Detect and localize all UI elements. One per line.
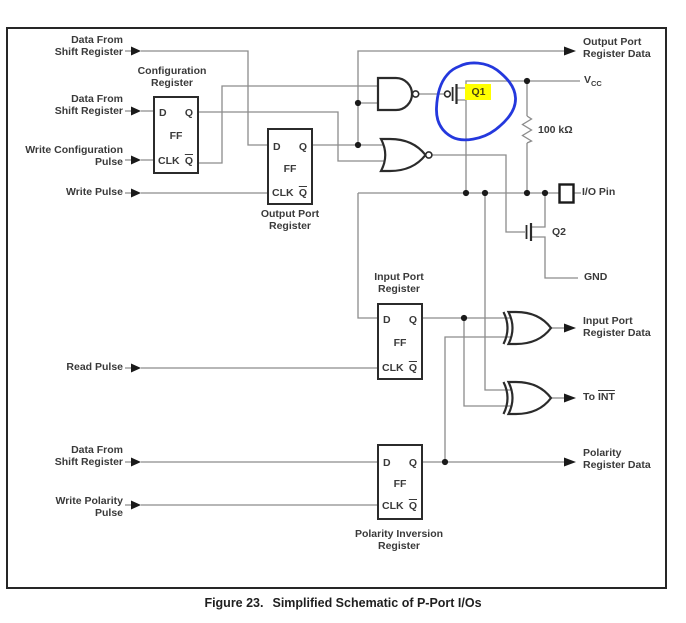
xor-gate-interrupt: [502, 380, 553, 416]
pin-qbar: Q: [298, 187, 307, 199]
pin-d: D: [159, 107, 167, 119]
label-resistor-value: 100 kΩ: [538, 124, 573, 136]
resistor-zigzag: [521, 115, 533, 144]
label-write-configuration-pulse: Write Configuration Pulse: [25, 144, 123, 168]
label-output-port-register-data: Output Port Register Data: [583, 36, 651, 60]
wire-q2-leads-gnd: [531, 193, 578, 279]
diagram-border: [6, 27, 667, 589]
pin-d: D: [273, 141, 281, 153]
polarity-inversion-register-ff: D Q FF CLK Q: [377, 444, 423, 520]
wire-config-q-to-nor: [199, 111, 386, 162]
pin-ff: FF: [393, 337, 407, 349]
wire-layer: [125, 50, 581, 506]
pin-clk: CLK: [382, 500, 404, 512]
pin-qbar: Q: [408, 362, 417, 374]
pin-d: D: [383, 314, 391, 326]
pin-q: Q: [408, 457, 417, 469]
label-data-from-shift-register-3: Data From Shift Register: [54, 444, 123, 468]
figure-caption: Figure 23. Simplified Schematic of P-Port…: [0, 596, 686, 610]
label-write-polarity-pulse: Write Polarity Pulse: [55, 495, 124, 519]
io-pin-symbol: [558, 183, 575, 204]
label-read-pulse: Read Pulse: [66, 361, 123, 373]
q1-label: Q1: [471, 86, 486, 98]
q1-transistor: [443, 84, 458, 104]
polarity-inversion-register-title: Polarity Inversion Register: [354, 528, 444, 552]
figure-number: Figure 23.: [204, 596, 264, 610]
input-port-register-title: Input Port Register: [374, 271, 424, 295]
pin-clk: CLK: [158, 155, 180, 167]
label-q2: Q2: [552, 226, 567, 238]
wire-data1-to-output-d: [125, 50, 267, 146]
pin-qbar: Q: [184, 155, 193, 167]
label-vcc: VCC: [584, 74, 602, 89]
output-port-register-ff: D Q FF CLK Q: [267, 128, 313, 205]
label-data-from-shift-register-1: Data From Shift Register: [54, 34, 123, 58]
pin-ff: FF: [169, 130, 183, 142]
signal-arrows: [131, 46, 576, 510]
pin-q: Q: [184, 107, 193, 119]
wire-rail-to-xor2: [484, 193, 511, 391]
label-input-port-register-data: Input Port Register Data: [583, 315, 651, 339]
q2-transistor: [525, 223, 533, 241]
nor-gate: [379, 137, 433, 173]
pin-ff: FF: [393, 478, 407, 490]
configuration-register-title: Configuration Register: [137, 65, 207, 89]
wire-rail-to-input-d: [357, 193, 377, 319]
label-io-pin: I/O Pin: [582, 186, 616, 198]
junction-dots: [354, 77, 549, 466]
arrow-output-port-register-data: [564, 46, 576, 56]
wire-config-qbar-to-nand: [199, 85, 379, 164]
xor-gate-input-data: [502, 310, 553, 346]
label-gnd: GND: [584, 271, 608, 283]
arrow-to-int: [564, 393, 576, 403]
pin-ff: FF: [283, 163, 297, 175]
pin-clk: CLK: [272, 187, 294, 199]
configuration-register-ff: D Q FF CLK Q: [153, 96, 199, 174]
nand-gate: [376, 76, 420, 112]
pin-clk: CLK: [382, 362, 404, 374]
pin-d: D: [383, 457, 391, 469]
arrow-polarity-register-data: [564, 457, 576, 467]
wire-input-q-net: [422, 317, 511, 407]
label-polarity-register-data: Polarity Register Data: [583, 447, 651, 471]
pin-q: Q: [408, 314, 417, 326]
arrow-input-port-register-data: [564, 323, 576, 333]
wire-output-q-net: [313, 50, 564, 146]
label-write-pulse: Write Pulse: [66, 186, 123, 198]
pin-qbar: Q: [408, 500, 417, 512]
output-port-register-title: Output Port Register: [260, 208, 320, 232]
wire-q1-drain: [456, 99, 467, 193]
figure-title: Simplified Schematic of P-Port I/Os: [272, 596, 482, 610]
label-to-int: To INT: [583, 391, 615, 403]
input-port-register-ff: D Q FF CLK Q: [377, 303, 423, 380]
label-data-from-shift-register-2: Data From Shift Register: [54, 93, 123, 117]
pin-q: Q: [298, 141, 307, 153]
